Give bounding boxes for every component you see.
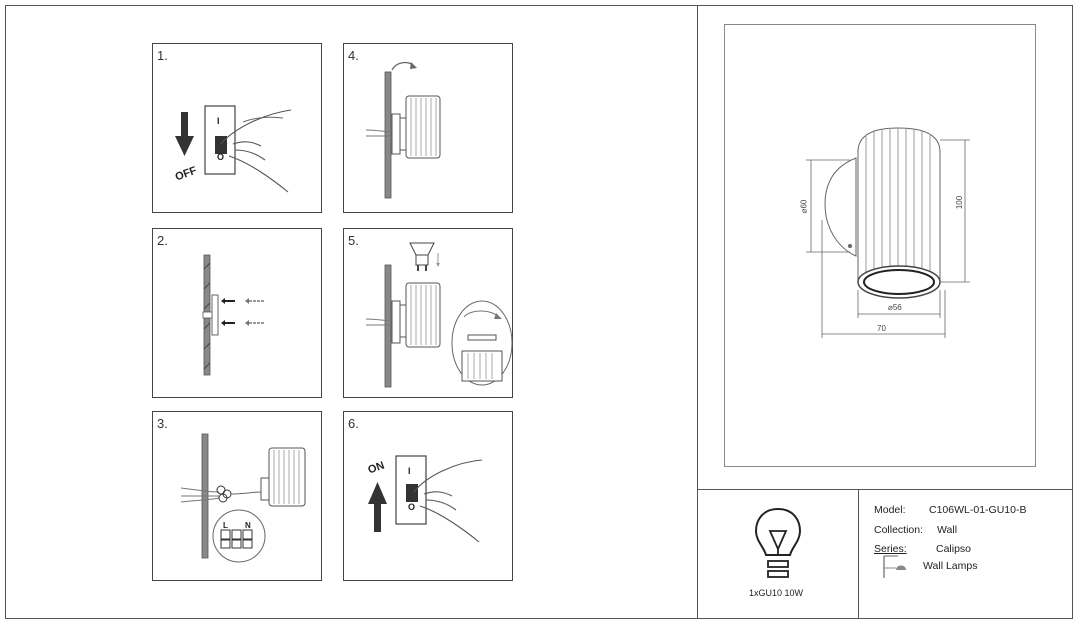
step-number: 4. xyxy=(348,48,359,63)
up-arrow-icon xyxy=(368,482,387,532)
divider-vertical xyxy=(697,5,698,619)
wire-label-live: L xyxy=(223,521,228,530)
dimension-diameter-bottom: ⌀56 xyxy=(888,303,902,312)
lamp-body xyxy=(260,447,306,507)
light-bulb-icon xyxy=(754,507,802,578)
terminal-detail-circle xyxy=(212,509,266,563)
dimension-drawing-frame xyxy=(724,24,1036,467)
switch-off-mark: O xyxy=(408,502,416,512)
bulb-caption: 1xGU10 10W xyxy=(749,588,804,598)
lamp-body xyxy=(391,95,441,159)
switch-on-mark: I xyxy=(217,116,220,126)
step-number: 2. xyxy=(157,233,168,248)
wall-section xyxy=(384,264,392,388)
series-label: Series: xyxy=(874,543,907,555)
model-label: Model: xyxy=(874,504,906,516)
down-arrow-icon xyxy=(175,112,194,156)
category-value: Wall Lamps xyxy=(923,560,978,572)
model-value: C106WL-01-GU10-B xyxy=(929,504,1027,516)
wall-section xyxy=(384,71,392,199)
step-number: 6. xyxy=(348,416,359,431)
dimension-lines xyxy=(806,139,970,338)
drawing-sheet xyxy=(5,5,1073,619)
step-4-panel: 4. xyxy=(343,43,513,213)
step-6-panel: 6. I O ON xyxy=(343,411,513,581)
step-5-panel: 5. xyxy=(343,228,513,398)
series-value: Calipso xyxy=(936,543,972,555)
rotate-arrow-icon xyxy=(391,61,417,71)
wall-lamp-icon xyxy=(883,555,906,578)
dimension-height: 100 xyxy=(955,195,965,210)
lamp-body xyxy=(391,282,441,348)
step-number: 5. xyxy=(348,233,359,248)
dimension-diameter-body: ⌀60 xyxy=(799,199,809,214)
wire-label-neutral: N xyxy=(245,521,251,530)
dimension-depth: 70 xyxy=(877,324,886,333)
step-number: 3. xyxy=(157,416,168,431)
switch-off-mark: O xyxy=(217,152,225,162)
step-number: 1. xyxy=(157,48,168,63)
divider-horizontal xyxy=(697,489,1073,490)
gu10-bulb xyxy=(409,242,435,271)
step-1-panel: 1. I O OFF xyxy=(152,43,322,213)
step-3-panel: 3. L N xyxy=(152,411,322,581)
lamp-side-view xyxy=(824,127,941,299)
collection-value: Wall xyxy=(937,524,958,536)
step-2-panel: 2. xyxy=(152,228,322,398)
divider-title-block xyxy=(858,489,859,619)
switch-on-mark: I xyxy=(408,466,411,476)
collection-label: Collection: xyxy=(874,524,924,536)
